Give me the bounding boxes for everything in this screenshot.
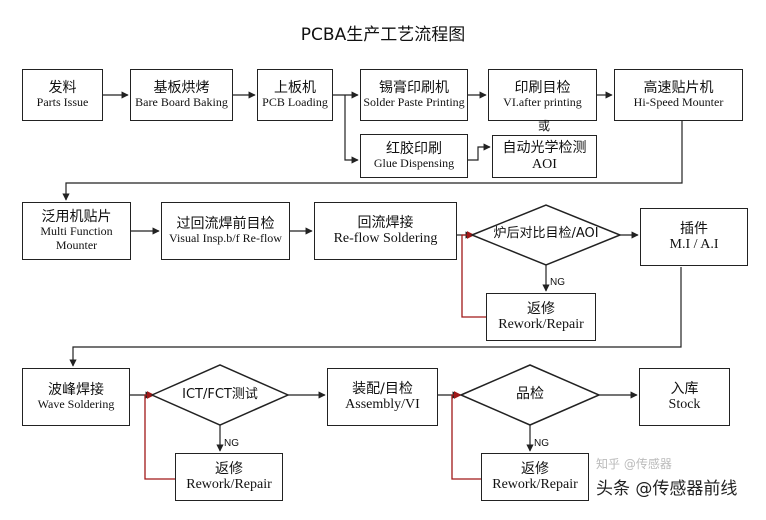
watermark-zhihu: 知乎 @传感器 — [596, 457, 672, 471]
pcb-loading-en: PCB Loading — [262, 95, 328, 110]
rework-zh-2: 返修 — [215, 460, 243, 477]
insertion-en: M.I / A.I — [669, 237, 719, 252]
wave-soldering-zh: 波峰焊接 — [48, 382, 104, 399]
inspection-decision-diamond — [470, 204, 622, 266]
assembly-box: 装配/目检 Assembly/VI — [327, 368, 438, 426]
rework-box-1: 返修 Rework/Repair — [486, 293, 596, 341]
print-inspection-en: VI.after printing — [503, 95, 582, 110]
wave-soldering-en: Wave Soldering — [37, 397, 115, 412]
ng-label-1: NG — [550, 277, 565, 288]
pcb-loading-box: 上板机 PCB Loading — [257, 69, 333, 121]
parts-issue-box: 发料 Parts Issue — [22, 69, 103, 121]
board-baking-box: 基板烘烤 Bare Board Baking — [130, 69, 233, 121]
rework-en-2: Rework/Repair — [186, 477, 272, 492]
aoi-zh: 自动光学检测 — [502, 140, 587, 157]
board-baking-zh: 基板烘烤 — [153, 80, 210, 97]
pre-reflow-inspection-zh: 过回流焊前目检 — [176, 216, 275, 233]
watermark-toutiao: 头条 @传感器前线 — [596, 479, 738, 499]
wave-soldering-box: 波峰焊接 Wave Soldering — [22, 368, 130, 426]
aoi-en: AOI — [532, 156, 557, 172]
pre-reflow-inspection-box: 过回流焊前目检 Visual Insp.b/f Re-flow — [161, 202, 290, 260]
hi-speed-mounter-box: 高速贴片机 Hi-Speed Mounter — [614, 69, 743, 121]
ict-test-label: ICT/FCT测试 — [182, 387, 258, 402]
print-inspection-box: 印刷目检 VI.after printing — [488, 69, 597, 121]
rework-box-2: 返修 Rework/Repair — [175, 453, 283, 501]
multi-mounter-box: 泛用机贴片 Multi Function Mounter — [22, 202, 131, 260]
qc-label: 品检 — [516, 386, 544, 402]
pre-reflow-inspection-en: Visual Insp.b/f Re-flow — [169, 231, 282, 246]
reflow-soldering-box: 回流焊接 Re-flow Soldering — [314, 202, 457, 260]
assembly-zh: 装配/目检 — [352, 380, 413, 397]
rework-zh-3: 返修 — [521, 460, 549, 477]
rework-en-1: Rework/Repair — [498, 317, 584, 332]
ict-decision-diamond — [150, 364, 290, 426]
multi-mounter-zh: 泛用机贴片 — [41, 209, 112, 226]
stock-box: 入库 Stock — [639, 368, 730, 426]
glue-dispensing-zh: 红胶印刷 — [386, 141, 442, 158]
pcb-loading-zh: 上板机 — [274, 80, 316, 97]
rework-zh-1: 返修 — [527, 300, 555, 317]
assembly-en: Assembly/VI — [345, 397, 420, 412]
ng-label-2: NG — [224, 438, 239, 449]
hi-speed-mounter-en: Hi-Speed Mounter — [633, 95, 724, 110]
parts-issue-en: Parts Issue — [36, 95, 89, 110]
aoi-box: 自动光学检测 AOI — [492, 135, 597, 178]
reflow-soldering-zh: 回流焊接 — [357, 214, 414, 231]
stock-zh: 入库 — [670, 380, 699, 397]
qc-decision-diamond — [459, 364, 601, 426]
reflow-soldering-en: Re-flow Soldering — [333, 231, 438, 246]
multi-mounter-en: Multi Function Mounter — [40, 224, 113, 253]
rework-box-3: 返修 Rework/Repair — [481, 453, 589, 501]
solder-printing-zh: 锡膏印刷机 — [379, 80, 449, 97]
stock-en: Stock — [668, 397, 701, 412]
board-baking-en: Bare Board Baking — [135, 95, 228, 110]
page-title: PCBA生产工艺流程图 — [300, 25, 466, 45]
rework-en-3: Rework/Repair — [492, 477, 578, 492]
hi-speed-mounter-zh: 高速贴片机 — [643, 80, 714, 97]
parts-issue-zh: 发料 — [48, 80, 77, 97]
solder-printing-box: 锡膏印刷机 Solder Paste Printing — [360, 69, 468, 121]
or-label: 或 — [537, 119, 550, 133]
glue-dispensing-box: 红胶印刷 Glue Dispensing — [360, 134, 468, 178]
ng-label-3: NG — [534, 438, 549, 449]
solder-printing-en: Solder Paste Printing — [363, 95, 465, 110]
glue-dispensing-en: Glue Dispensing — [373, 156, 455, 171]
decision1-label: 炉后对比目检/AOI — [493, 226, 599, 241]
insertion-zh: 插件 — [680, 220, 708, 237]
print-inspection-zh: 印刷目检 — [514, 80, 571, 97]
insertion-box: 插件 M.I / A.I — [640, 208, 748, 266]
